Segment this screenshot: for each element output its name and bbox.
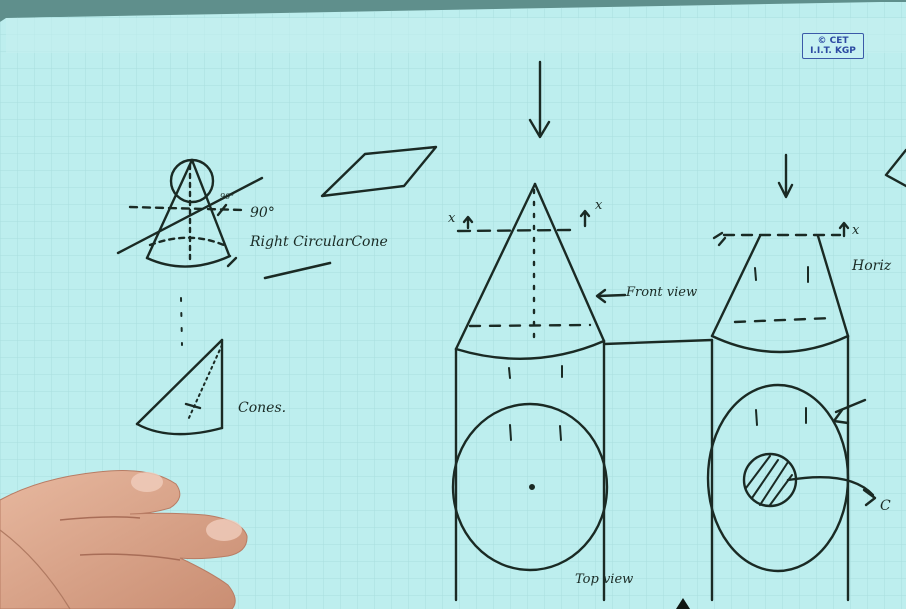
frustum-front-view bbox=[710, 221, 850, 354]
tilted-cone-sketch bbox=[135, 338, 224, 436]
logo-line-1: © CET bbox=[817, 36, 849, 46]
small-cone-sketch bbox=[116, 158, 264, 268]
top-view-circle bbox=[451, 402, 609, 572]
frustum-top-view bbox=[706, 383, 877, 573]
x-label-left: x bbox=[448, 211, 456, 226]
small-angle-label: 90° bbox=[220, 192, 235, 201]
angle-label: 90° bbox=[250, 205, 275, 221]
cones-label: Cones. bbox=[238, 400, 287, 416]
x-label-right: x bbox=[595, 198, 603, 213]
logo-line-2: I.I.T. KGP bbox=[810, 46, 856, 56]
cut-label: C bbox=[880, 498, 891, 514]
front-view-cone bbox=[454, 182, 627, 360]
hand bbox=[0, 470, 248, 609]
cet-iit-kgp-logo: © CET I.I.T. KGP bbox=[802, 33, 864, 59]
right-circular-cone-label: Right CircularCone bbox=[250, 234, 388, 250]
x-label-right-2: x bbox=[852, 223, 860, 238]
horizontal-label: Horiz bbox=[852, 258, 892, 274]
parallelogram-sketch bbox=[320, 145, 438, 198]
top-view-label: Top view bbox=[575, 572, 634, 587]
front-view-label: Front view bbox=[626, 285, 698, 300]
